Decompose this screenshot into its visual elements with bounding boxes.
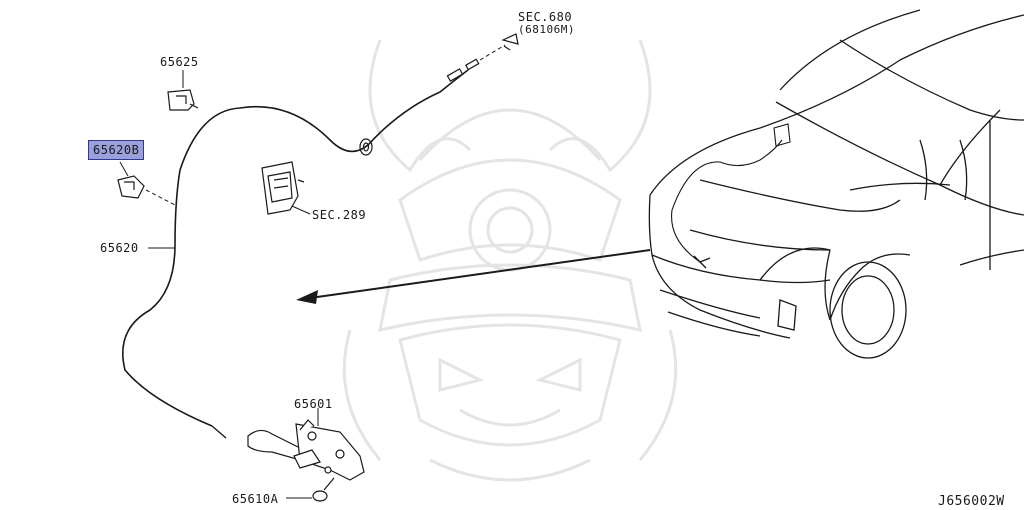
- cable-grommet-icon: [359, 138, 373, 156]
- part-label-65610a[interactable]: 65610A: [232, 492, 279, 506]
- hood-lock-assembly-icon: [247, 419, 365, 481]
- sec680-arrow-icon: [501, 33, 519, 51]
- pointer-arrowhead-icon: [296, 290, 318, 304]
- cable-clip-65620b-icon: [117, 175, 145, 199]
- bolt-65610a-icon: [312, 477, 335, 502]
- part-label-65601[interactable]: 65601: [294, 397, 333, 411]
- diagram-code: J656002W: [938, 494, 1005, 509]
- car-front-outline-icon: [648, 9, 1024, 359]
- sec680-label[interactable]: SEC.680: [518, 10, 573, 24]
- samurai-helmet-watermark-icon: [342, 39, 678, 482]
- cable-end-fitting-icon: [446, 58, 480, 82]
- part-label-65620[interactable]: 65620: [100, 241, 139, 255]
- part-label-65620b-highlighted[interactable]: 65620B: [88, 140, 145, 160]
- hood-release-cable: [121, 69, 469, 427]
- part-label-65625[interactable]: 65625: [160, 55, 199, 69]
- cable-clip-65625-icon: [167, 89, 199, 111]
- sec680-part-number: (68106M): [518, 23, 575, 36]
- sec289-label[interactable]: SEC.289: [312, 208, 367, 222]
- hood-release-handle-icon: [261, 161, 305, 215]
